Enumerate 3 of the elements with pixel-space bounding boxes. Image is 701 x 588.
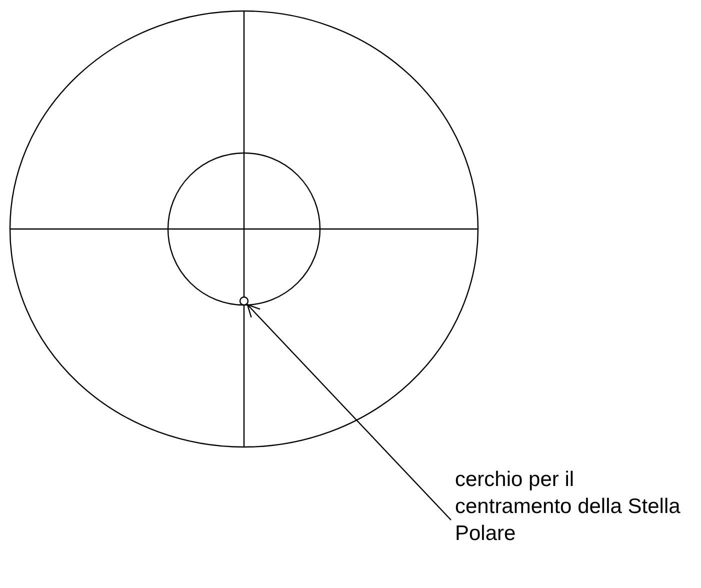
callout-text: cerchio per il centramento della Stella Polare [455,466,695,547]
marker-circle [239,296,249,306]
leader-line [246,304,452,520]
